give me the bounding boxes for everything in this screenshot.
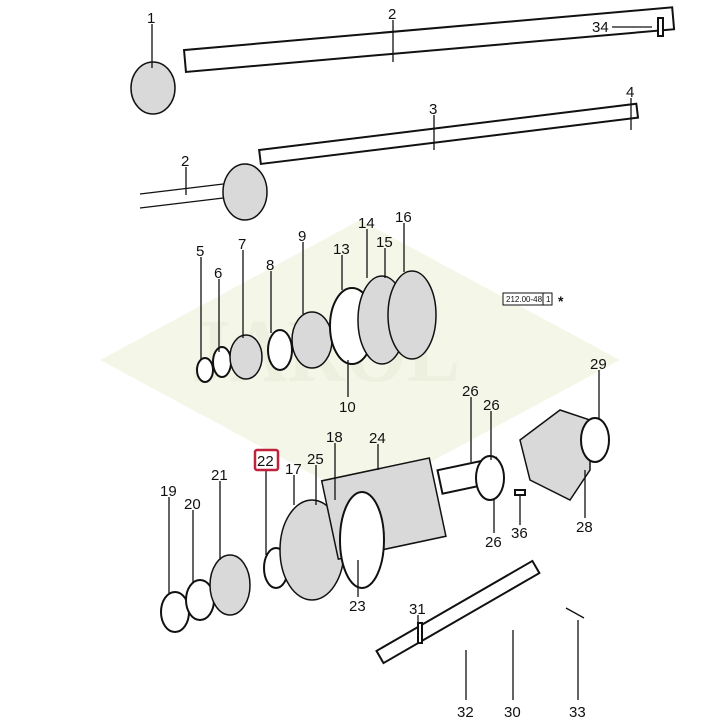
part-label-31[interactable]: 31: [409, 601, 426, 618]
part-label-2[interactable]: 2: [388, 6, 396, 23]
gear-part-2: [222, 163, 268, 221]
bracket-part-28: [519, 409, 591, 501]
shaft-part-30: [375, 559, 541, 665]
part-label-33[interactable]: 33: [569, 704, 586, 721]
shaft-part-2: [182, 6, 676, 74]
part-label-17[interactable]: 17: [285, 461, 302, 478]
part-label-20[interactable]: 20: [184, 496, 201, 513]
part-label-34[interactable]: 34: [592, 19, 609, 36]
part-label-14[interactable]: 14: [358, 215, 375, 232]
part-label-6[interactable]: 6: [214, 265, 222, 282]
part-label-7[interactable]: 7: [238, 236, 246, 253]
part-label-24[interactable]: 24: [369, 430, 386, 447]
part-label-15[interactable]: 15: [376, 234, 393, 251]
part-label-13[interactable]: 13: [333, 241, 350, 258]
reference-code: 212.00-48: [506, 295, 543, 304]
part-label-3[interactable]: 3: [429, 101, 437, 118]
part-label-28[interactable]: 28: [576, 519, 593, 536]
part-label-9[interactable]: 9: [298, 228, 306, 245]
part-label-21[interactable]: 21: [211, 467, 228, 484]
part-label-1[interactable]: 1: [147, 10, 155, 27]
pin-part-34: [657, 17, 664, 37]
part-label-26[interactable]: 26: [462, 383, 479, 400]
part-label-10[interactable]: 10: [339, 399, 356, 416]
flange-part-1: [130, 61, 176, 115]
part-label-26b[interactable]: 26: [483, 397, 500, 414]
part-label-16[interactable]: 16: [395, 209, 412, 226]
highlight-box: [253, 448, 280, 472]
reference-mark: *: [558, 293, 564, 309]
part-label-25[interactable]: 25: [307, 451, 324, 468]
part-label-22[interactable]: 22: [257, 453, 274, 470]
reference-sheet: 1: [546, 295, 551, 304]
part-label-4[interactable]: 4: [626, 84, 634, 101]
part-label-8[interactable]: 8: [266, 257, 274, 274]
part-label-2b[interactable]: 2: [181, 153, 189, 170]
part-label-18[interactable]: 18: [326, 429, 343, 446]
part-label-29[interactable]: 29: [590, 356, 607, 373]
part-label-19[interactable]: 19: [160, 483, 177, 500]
part-label-36[interactable]: 36: [511, 525, 528, 542]
part-label-30[interactable]: 30: [504, 704, 521, 721]
part-label-23[interactable]: 23: [349, 598, 366, 615]
part-label-26c[interactable]: 26: [485, 534, 502, 551]
part-label-5[interactable]: 5: [196, 243, 204, 260]
shaft-part-3: [258, 102, 640, 166]
part-label-32[interactable]: 32: [457, 704, 474, 721]
